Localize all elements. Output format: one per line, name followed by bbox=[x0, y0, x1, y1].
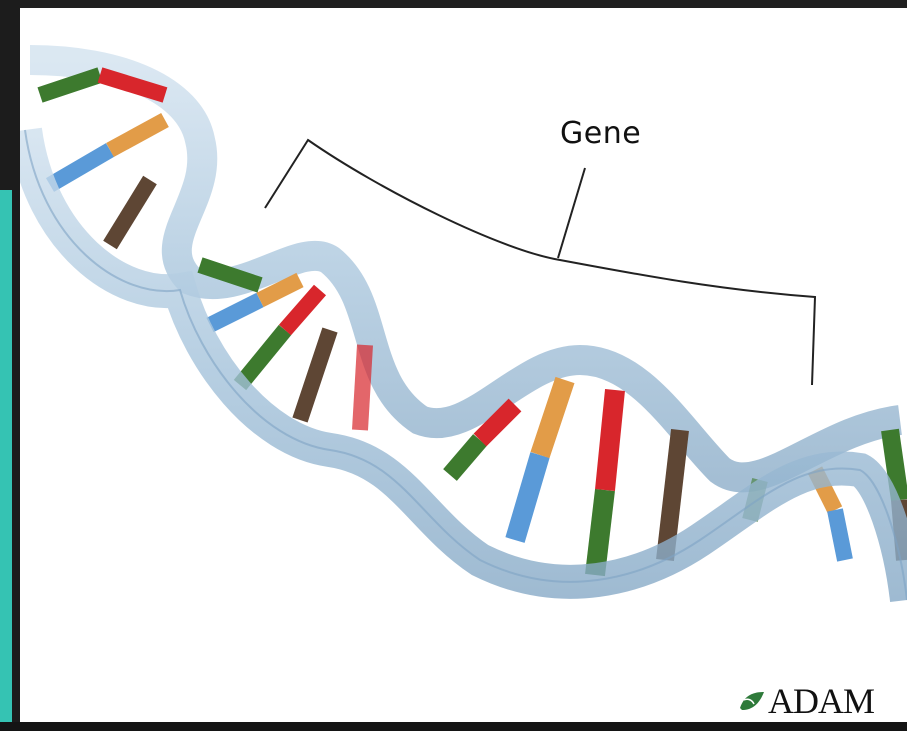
base-pair bbox=[110, 180, 150, 245]
base-pair bbox=[540, 380, 565, 455]
base-pair bbox=[210, 300, 260, 325]
base-pair bbox=[110, 120, 165, 150]
base-pair bbox=[240, 330, 285, 385]
base-pair bbox=[300, 330, 330, 420]
dna-helix-diagram bbox=[20, 8, 907, 722]
teal-background-strip bbox=[0, 190, 12, 731]
base-pair bbox=[835, 510, 845, 560]
base-pair bbox=[50, 150, 110, 185]
base-pair bbox=[360, 345, 365, 430]
base-pair bbox=[40, 75, 100, 95]
bottom-frame bbox=[0, 722, 907, 731]
gene-bracket-pointer bbox=[558, 168, 585, 258]
base-pair bbox=[450, 440, 480, 475]
base-pair bbox=[285, 290, 320, 330]
base-pair bbox=[605, 390, 615, 490]
adam-logo: ADAM bbox=[738, 680, 874, 722]
top-frame bbox=[0, 0, 907, 8]
dna-front-strand bbox=[25, 130, 907, 600]
diagram-panel: Gene ADAM bbox=[20, 8, 907, 722]
base-pair bbox=[515, 455, 540, 540]
adam-logo-text: ADAM bbox=[768, 680, 874, 722]
adam-leaf-icon bbox=[738, 688, 766, 714]
gene-label: Gene bbox=[560, 116, 641, 151]
